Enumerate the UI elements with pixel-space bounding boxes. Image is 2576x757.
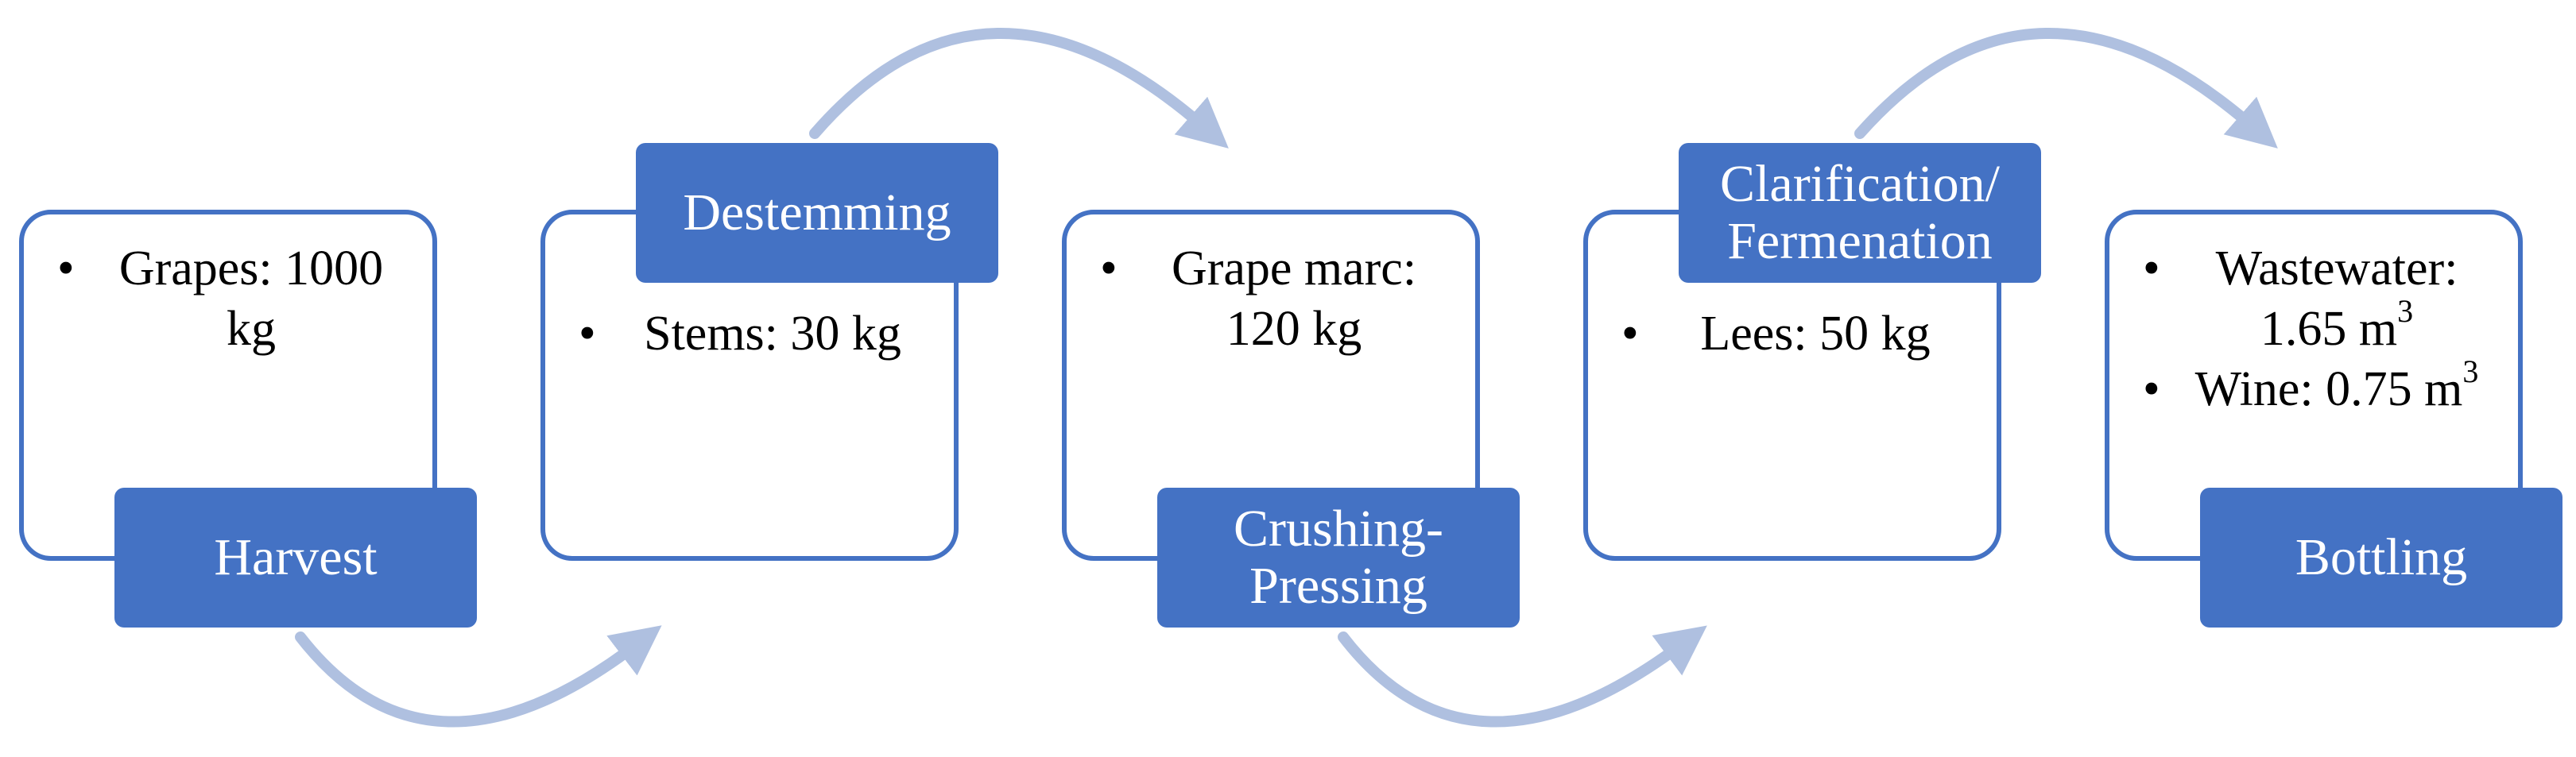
arrow-destemming-to-crushing [809,28,1229,149]
step-label-destemming: Destemming [636,143,998,283]
arrow-crushing-to-clarification [1338,625,1707,728]
output-item: Lees: 50 kg [1588,303,1997,364]
arrow-clarification-to-bottling [1854,28,2278,149]
output-item: Stems: 30 kg [545,303,954,364]
output-item: Grape marc: 120 kg [1067,238,1475,359]
output-item: Wine: 0.75 m3 [2109,356,2518,419]
output-item: Wastewater: 1.65 m3 [2109,238,2518,359]
step-label-harvest: Harvest [114,488,477,628]
step-label-bottling: Bottling [2200,488,2562,628]
output-item: Grapes: 1000 kg [24,238,432,359]
step-label-clarification-fermenation: Clarification/ Fermenation [1679,143,2041,283]
step-label-crushing-pressing: Crushing-Pressing [1157,488,1520,628]
step-box-harvest: Grapes: 1000 kg [19,210,437,561]
arrow-harvest-to-destemming [295,625,662,728]
